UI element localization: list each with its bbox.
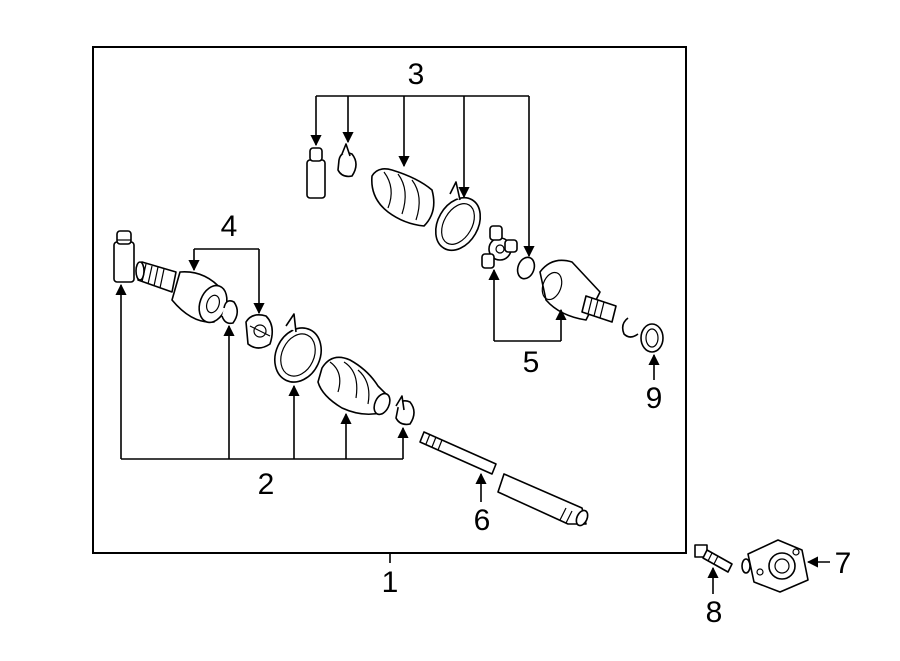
callout-6: 6 — [474, 504, 491, 537]
boot-clamp-large-right — [434, 181, 482, 252]
outer-boot — [317, 356, 391, 416]
grease-tube-left — [113, 230, 135, 283]
callout-7: 7 — [835, 547, 852, 580]
circlip-outer — [221, 300, 239, 325]
callout-3-leaders — [310, 95, 535, 258]
callout-5: 5 — [523, 346, 540, 379]
inner-boot — [371, 168, 435, 227]
callout-2: 2 — [258, 468, 275, 501]
tripod-spider — [481, 225, 518, 269]
snap-ring-right — [516, 256, 536, 280]
oil-seal — [640, 323, 664, 353]
boot-clamp-small-left — [395, 395, 415, 426]
boot-clamp-large-left — [274, 313, 322, 383]
grease-tube-right — [306, 147, 326, 199]
callout-4-leaders — [188, 248, 265, 315]
bearing-bracket — [741, 539, 809, 593]
half-shaft — [419, 431, 589, 527]
callout-3: 3 — [408, 58, 425, 91]
callout-1: 1 — [382, 566, 399, 599]
joint-inner-race — [245, 314, 274, 349]
callout-5-leaders — [488, 268, 567, 342]
boot-clamp-small-right — [337, 143, 357, 178]
callout-2-leaders — [115, 283, 409, 460]
callout-8: 8 — [706, 596, 723, 629]
circlip-right — [621, 317, 639, 338]
callout-9: 9 — [646, 382, 663, 415]
outer-cv-joint — [135, 261, 228, 324]
inner-housing — [539, 259, 617, 323]
bolt — [694, 544, 733, 573]
callout-4: 4 — [221, 210, 238, 243]
